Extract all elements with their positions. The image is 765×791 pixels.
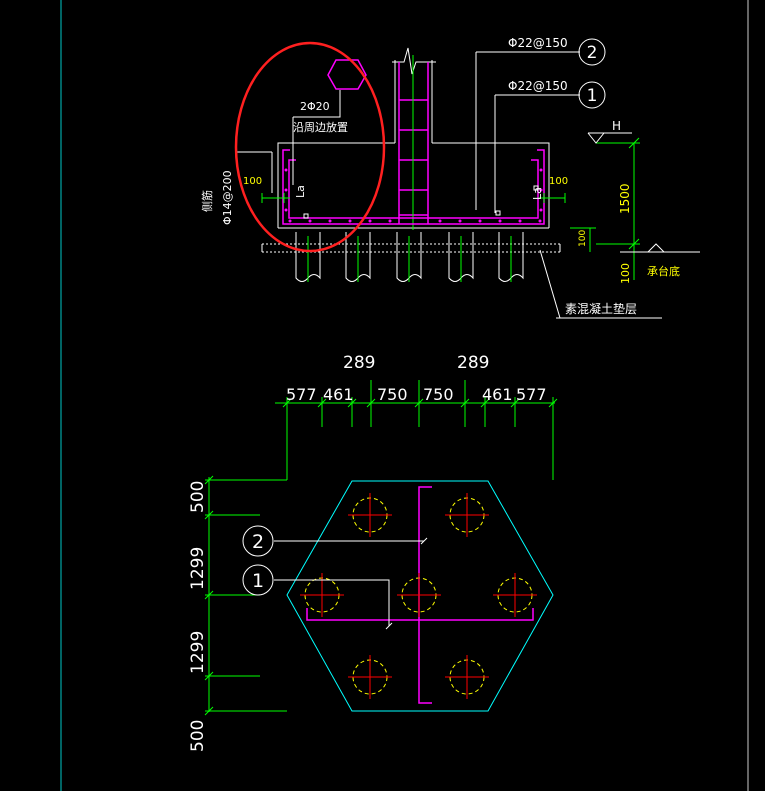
column [392, 47, 436, 143]
dim-1500: 1500 [618, 183, 632, 214]
pile-bottom-left [348, 655, 392, 699]
cap-rebar [282, 149, 545, 225]
dim-750-b: 750 [423, 385, 454, 404]
plan-marker-1: 1 [242, 564, 274, 596]
dim-577-b: 577 [516, 385, 547, 404]
section-dims [261, 137, 640, 280]
level-h: H [612, 119, 621, 133]
dim-1299-a: 1299 [188, 547, 208, 590]
svg-text:1: 1 [252, 570, 264, 592]
pile-centerlines [307, 236, 512, 282]
dim-750-a: 750 [377, 385, 408, 404]
section-marker-1: 1 [578, 81, 606, 109]
dim-500-top: 500 [188, 481, 208, 513]
bar-end-symbols [303, 185, 539, 219]
side-bar-label-a: 侧筋 [200, 190, 214, 212]
leader-lines [236, 51, 662, 319]
pile-cap-plan: 289 289 577 461 750 750 461 577 500 1299… [188, 353, 558, 752]
dim-top-289-b: 289 [457, 353, 489, 373]
pile-top-left [348, 493, 392, 537]
plan-leaders [274, 537, 428, 630]
bar-note: 沿周边放置 [293, 120, 348, 134]
dim-577-a: 577 [286, 385, 317, 404]
svg-text:2: 2 [252, 531, 264, 553]
rebar-callout-1: Φ22@150 [508, 79, 568, 93]
svg-text:2: 2 [587, 43, 598, 63]
plan-top-dims [275, 380, 558, 480]
rebar-dots [284, 168, 543, 223]
highlight-circle [234, 41, 386, 253]
bar-label: 2Φ20 [300, 100, 330, 113]
level-symbols [587, 132, 700, 253]
hexagonal-cap-outline [286, 480, 554, 712]
plan-left-dims [204, 475, 287, 716]
section-marker-2: 2 [578, 38, 606, 66]
cap-bottom-label: 承台底 [647, 264, 680, 278]
cushion-label: 素混凝土垫层 [565, 301, 637, 316]
rebar-callout-2: Φ22@150 [508, 36, 568, 50]
dim-100-right: 100 [549, 176, 568, 187]
dim-top-289-a: 289 [343, 353, 375, 373]
side-bar-label-b: Φ14@200 [221, 170, 234, 225]
la-left: La [294, 185, 307, 198]
la-right: La [531, 187, 544, 200]
pile-cap-section: 2 1 Φ22@150 Φ22@150 2Φ20 沿周边放置 侧筋 Φ14@20… [200, 36, 700, 319]
hexagon-bar-symbol [327, 59, 367, 90]
plan-dim-row: 577 461 750 750 461 577 [286, 385, 547, 404]
drawing-frame [60, 0, 749, 791]
dim-small: 100 [578, 230, 588, 247]
svg-text:1: 1 [587, 86, 598, 106]
dim-1299-b: 1299 [188, 631, 208, 674]
pile-mid-right [493, 573, 537, 617]
dim-461-a: 461 [323, 385, 354, 404]
dim-461-b: 461 [482, 385, 513, 404]
dim-100-left: 100 [243, 176, 262, 187]
plan-marker-2: 2 [242, 525, 274, 557]
pile-bottom-right [445, 655, 489, 699]
dim-100-bottom: 100 [619, 263, 632, 284]
pile-center [397, 573, 441, 617]
pile-top-right [445, 493, 489, 537]
dim-500-bottom: 500 [188, 720, 208, 752]
